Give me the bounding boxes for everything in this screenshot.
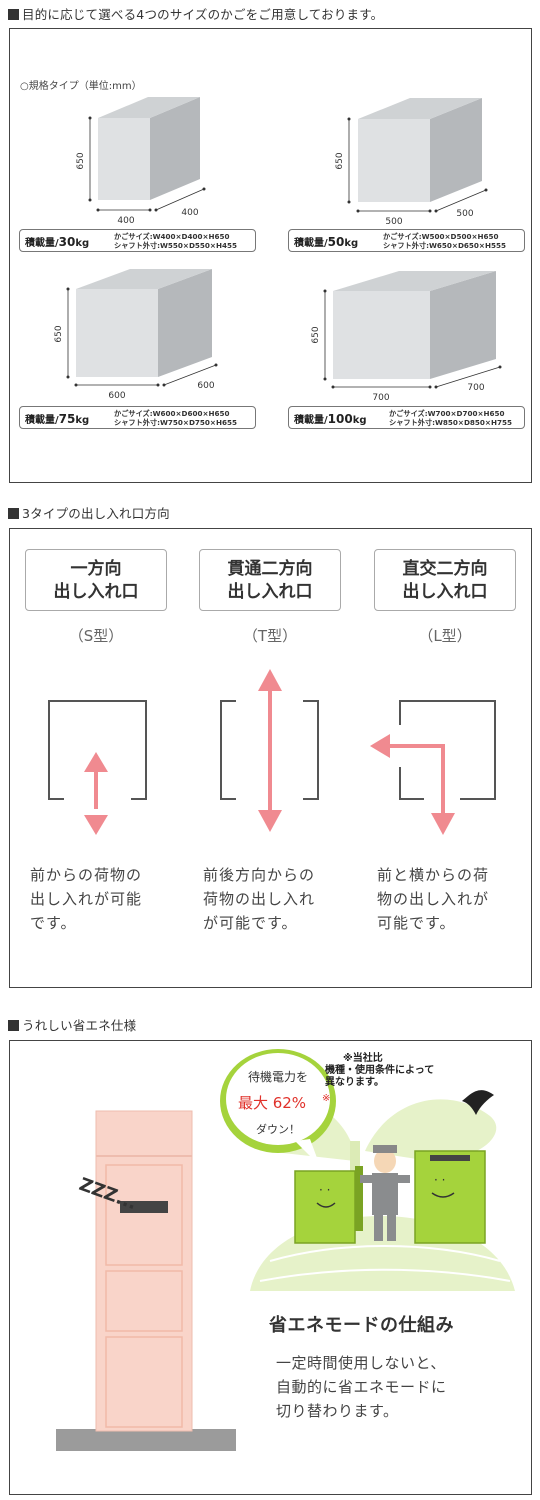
- box1-height-label: 650: [76, 152, 86, 169]
- cage-box-400: [88, 97, 206, 212]
- box3-depth-label: 600: [197, 381, 214, 391]
- worker-illustration: [360, 1145, 410, 1241]
- type-code-l: （L型）: [418, 627, 472, 645]
- green-elevator-large: · ·: [414, 1150, 486, 1244]
- sleeping-elevator-illustration: [95, 1110, 193, 1432]
- load-capacity: 積載量/50kg: [294, 235, 359, 249]
- bubble-note-mark: ※: [322, 1093, 330, 1104]
- box4-depth-label: 700: [467, 383, 484, 393]
- bubble-line1: 待機電力を: [248, 1069, 308, 1084]
- arrow-down-icon: [431, 813, 455, 835]
- bird-icon: [462, 1090, 494, 1115]
- cage-box-700: [323, 271, 502, 389]
- size-panel: ○規格タイプ（単位:mm）: [9, 28, 532, 483]
- cage-box-500: [347, 98, 488, 213]
- direction-panel: 一方向出し入れ口 貫通二方向出し入れ口 直交二方向出し入れ口 （S型） （T型）…: [9, 528, 532, 988]
- footnote: ※当社比 機種・使用条件によって 異なります。: [325, 1053, 435, 1088]
- cage-size-diagrams: 650 400 400 650 500 500 650 600 600 650 …: [54, 97, 502, 403]
- arrow-down-icon: [258, 810, 282, 832]
- floor-slab: [56, 1429, 236, 1451]
- square-bullet-icon: [8, 1020, 19, 1031]
- s-type-description: 前からの荷物の出し入れが可能です。: [30, 866, 143, 932]
- box4-width-label: 700: [372, 393, 389, 403]
- cage-box-600: [66, 269, 218, 387]
- l-type-diagram: [370, 700, 496, 835]
- section3-heading: うれしい省エネ仕様: [8, 1015, 136, 1034]
- box4-height-label: 650: [311, 326, 321, 343]
- box2-width-label: 500: [385, 217, 402, 227]
- box2-depth-label: 500: [456, 209, 473, 219]
- svg-text:· ·: · ·: [319, 1183, 330, 1197]
- arrow-up-icon: [258, 669, 282, 691]
- green-elevator-small: · ·: [294, 1166, 363, 1244]
- bubble-max-percent: 最大 62%: [238, 1094, 306, 1112]
- load-capacity: 積載量/30kg: [25, 235, 90, 249]
- t-type-description: 前後方向からの荷物の出し入れが可能です。: [203, 866, 316, 932]
- speech-bubble: 待機電力を 最大 62% ※ ダウン！: [220, 1049, 336, 1166]
- square-bullet-icon: [8, 9, 19, 20]
- box3-width-label: 600: [108, 391, 125, 401]
- box2-height-label: 650: [335, 152, 345, 169]
- square-bullet-icon: [8, 508, 19, 519]
- box1-depth-label: 400: [181, 208, 198, 218]
- type-label-l: 直交二方向出し入れ口: [374, 549, 516, 611]
- elevator-slot: [120, 1201, 168, 1213]
- box3-height-label: 650: [54, 325, 64, 342]
- arrow-down-icon: [84, 815, 108, 835]
- s-type-diagram: [48, 700, 147, 835]
- load-capacity: 積載量/100kg: [294, 412, 367, 426]
- arrow-left-icon: [370, 734, 390, 758]
- eco-panel: ZZZ... 待機電力を 最大 62% ※ ダウン！ · ·: [9, 1040, 532, 1495]
- box1-width-label: 400: [117, 216, 134, 226]
- t-type-diagram: [220, 669, 319, 832]
- type-code-s: （S型）: [68, 627, 124, 645]
- l-type-description: 前と横からの荷物の出し入れが可能です。: [377, 866, 490, 932]
- type-label-t: 貫通二方向出し入れ口: [199, 549, 341, 611]
- bubble-line3: ダウン！: [256, 1122, 300, 1136]
- type-label-s: 一方向出し入れ口: [25, 549, 167, 611]
- section2-heading: 3タイプの出し入れ口方向: [8, 503, 170, 522]
- eco-mode-description: 一定時間使用しないと、 自動的に省エネモードに 切り替わります。: [276, 1354, 447, 1420]
- eco-illustration: ZZZ... 待機電力を 最大 62% ※ ダウン！ · ·: [56, 1049, 515, 1451]
- type-code-t: （T型）: [242, 627, 298, 645]
- section1-heading: 目的に応じて選べる4つのサイズのかごをご用意しております。: [8, 4, 383, 23]
- eco-mode-title: 省エネモードの仕組み: [269, 1315, 454, 1336]
- load-capacity: 積載量/75kg: [25, 412, 90, 426]
- standard-type-label: ○規格タイプ（単位:mm）: [20, 81, 142, 92]
- svg-text:· ·: · ·: [434, 1173, 445, 1187]
- direction-diagrams: [48, 669, 496, 835]
- arrow-up-icon: [84, 752, 108, 772]
